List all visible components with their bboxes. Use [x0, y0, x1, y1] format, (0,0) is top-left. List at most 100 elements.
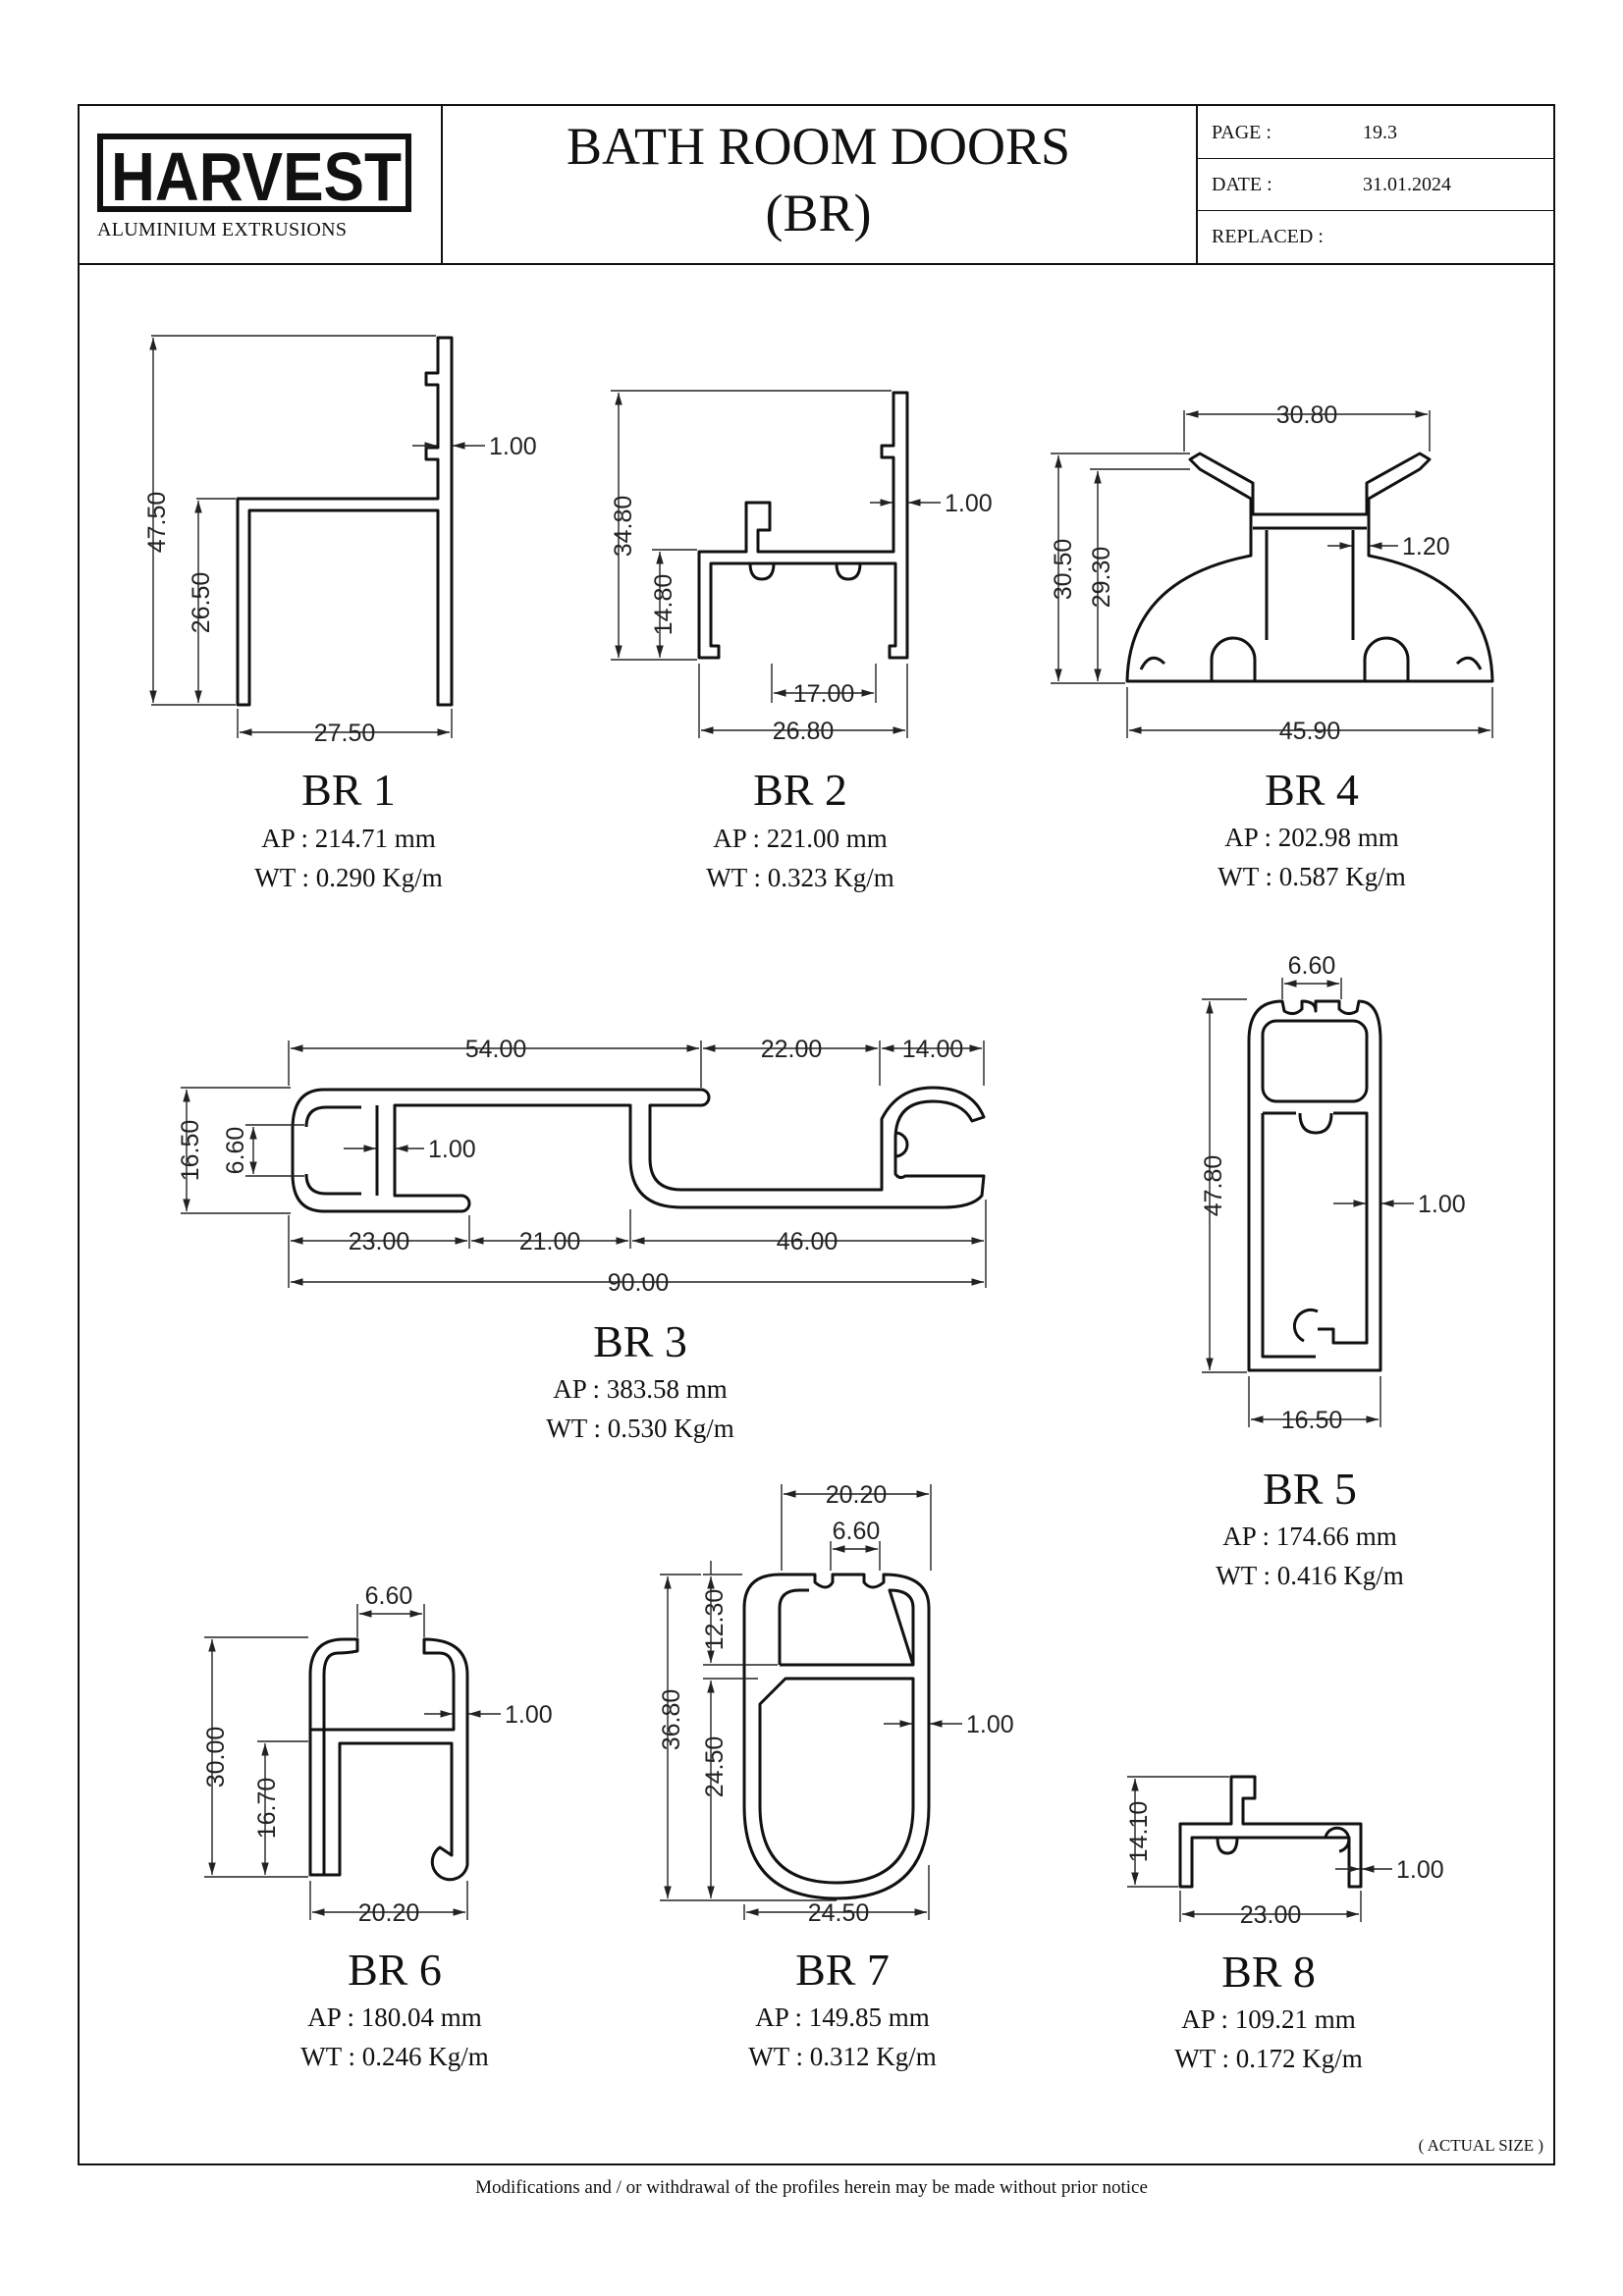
- br3-dim-label: 6.60: [222, 1127, 249, 1175]
- br5-hook: [1298, 1112, 1333, 1135]
- logo-wordmark: HARVEST: [111, 138, 402, 215]
- br2-dim-label: 1.00: [945, 490, 993, 517]
- br3-dim-label: 14.00: [902, 1036, 964, 1063]
- br3-dim-label: 1.00: [428, 1136, 476, 1163]
- br8-dim-label: 23.00: [1240, 1901, 1302, 1929]
- br1-dim-label: 26.50: [188, 572, 215, 634]
- harvest-logo: HARVEST: [97, 133, 411, 215]
- br3-shape: [291, 1086, 986, 1213]
- br3-dim-label: 46.00: [777, 1228, 839, 1255]
- profile-br3: 54.00 22.00 14.00 16.50 6.60 1.00 23.00 …: [177, 1036, 987, 1443]
- br4-shape: [1125, 452, 1494, 683]
- br2-dim-label: 14.80: [650, 574, 677, 636]
- br5-name: BR 5: [1263, 1464, 1357, 1514]
- date-label: DATE :: [1212, 174, 1272, 195]
- br2-area: AP : 221.00 mm: [713, 824, 888, 853]
- br6-area: AP : 180.04 mm: [307, 2002, 482, 2032]
- br1-area: AP : 214.71 mm: [261, 824, 436, 853]
- title-cell: BATH ROOM DOORS (BR): [441, 106, 1198, 263]
- br8-weight: WT : 0.172 Kg/m: [1174, 2044, 1363, 2073]
- br4-dim-label: 30.50: [1050, 539, 1077, 601]
- br7-weight: WT : 0.312 Kg/m: [748, 2042, 937, 2071]
- actual-size-note: ( ACTUAL SIZE ): [1418, 2136, 1543, 2155]
- br1-shape: [236, 336, 454, 707]
- profile-br5: 6.60 47.80 1.00 16.50 BR 5 AP : 174.66 m…: [1200, 952, 1466, 1590]
- br6-name: BR 6: [348, 1945, 442, 1995]
- br4-area: AP : 202.98 mm: [1224, 823, 1399, 852]
- br3-dim-label: 90.00: [608, 1269, 670, 1297]
- br6-dim-label: 30.00: [202, 1727, 230, 1789]
- br7-dim-label: 6.60: [833, 1518, 881, 1545]
- br7-lower-chamber: [758, 1677, 915, 1885]
- br1-dim-label: 27.50: [314, 720, 376, 747]
- br2-hook: [835, 562, 862, 581]
- replaced-row: REPLACED :: [1196, 210, 1553, 262]
- br6-dim-label: 1.00: [505, 1701, 553, 1729]
- br4-dim-label: 45.90: [1279, 718, 1341, 745]
- br7-dim-label: 1.00: [966, 1711, 1014, 1738]
- logo-cell: HARVEST ALUMINIUM EXTRUSIONS: [80, 106, 443, 263]
- br8-hook: [1216, 1837, 1239, 1855]
- br1-dim-label: 1.00: [489, 433, 537, 460]
- br3-lip: [304, 1173, 361, 1196]
- br5-dim-label: 16.50: [1281, 1407, 1343, 1434]
- br3-dim-label: 23.00: [349, 1228, 410, 1255]
- replaced-label: REPLACED :: [1212, 226, 1324, 247]
- date-row: DATE : 31.01.2024: [1196, 158, 1553, 211]
- br3-lip: [304, 1105, 361, 1128]
- page-value: 19.3: [1363, 122, 1397, 143]
- br5-dim-label: 1.00: [1418, 1191, 1466, 1218]
- br7-dim-label: 12.30: [701, 1589, 729, 1651]
- br7-dim-label: 24.50: [808, 1899, 870, 1927]
- br7-upper-chamber: [778, 1588, 915, 1667]
- logo-subtitle: ALUMINIUM EXTRUSIONS: [97, 219, 348, 240]
- br3-area: AP : 383.58 mm: [553, 1374, 728, 1404]
- title-block: HARVEST ALUMINIUM EXTRUSIONS BATH ROOM D…: [80, 106, 1553, 265]
- br1-name: BR 1: [301, 765, 396, 815]
- br4-slot: [1363, 636, 1410, 681]
- br2-dim-label: 17.00: [793, 680, 855, 708]
- br4-dim-label: 30.80: [1276, 401, 1338, 429]
- br6-shape: [308, 1637, 469, 1882]
- br7-dim-label: 24.50: [701, 1736, 729, 1798]
- logo-box-inner: [103, 139, 406, 206]
- br8-hook: [1324, 1826, 1351, 1853]
- br7-shape: [742, 1573, 931, 1900]
- document-title: BATH ROOM DOORS: [566, 117, 1071, 176]
- br6-dim-label: 16.70: [253, 1778, 281, 1840]
- footer-note: Modifications and / or withdrawal of the…: [475, 2177, 1148, 2198]
- br1-weight: WT : 0.290 Kg/m: [254, 863, 443, 892]
- br4-slot: [1210, 636, 1257, 681]
- br2-weight: WT : 0.323 Kg/m: [706, 863, 894, 892]
- br5-hook: [1292, 1308, 1319, 1343]
- profile-br4: 30.80 30.50 29.30 1.20 45.90 BR 4 AP : 2…: [1050, 401, 1494, 891]
- page-frame: HARVEST ALUMINIUM EXTRUSIONS BATH ROOM D…: [78, 104, 1555, 2165]
- br8-shape: [1178, 1775, 1363, 1889]
- br5-area: AP : 174.66 mm: [1222, 1522, 1397, 1551]
- br8-dim-label: 14.10: [1125, 1801, 1153, 1863]
- br6-weight: WT : 0.246 Kg/m: [300, 2042, 489, 2071]
- br2-hook: [748, 562, 776, 581]
- br1-dim-label: 47.50: [143, 492, 171, 554]
- profile-br6: 6.60 30.00 16.70 1.00 20.20 BR 6 AP : 18…: [202, 1582, 553, 2071]
- br6-shape: [308, 1728, 326, 1877]
- br3-weight: WT : 0.530 Kg/m: [546, 1414, 734, 1443]
- br5-upper-chamber: [1261, 1019, 1369, 1103]
- br5-weight: WT : 0.416 Kg/m: [1216, 1561, 1404, 1590]
- profile-br8: 14.10 1.00 23.00 BR 8 AP : 109.21 mm WT …: [1125, 1775, 1444, 2073]
- br7-dim-label: 20.20: [826, 1481, 888, 1509]
- br3-dim-label: 22.00: [761, 1036, 823, 1063]
- br8-name: BR 8: [1221, 1947, 1316, 1997]
- date-value: 31.01.2024: [1363, 174, 1451, 195]
- br2-dim-label: 26.80: [773, 718, 835, 745]
- br3-name: BR 3: [593, 1316, 687, 1366]
- br7-dim-label: 36.80: [658, 1689, 685, 1751]
- br5-chamber: [1261, 1111, 1369, 1359]
- profile-br2: 34.80 14.80 1.00 17.00 26.80 BR 2 AP : 2…: [610, 390, 993, 892]
- br2-name: BR 2: [753, 765, 847, 815]
- br5-dim-label: 6.60: [1288, 952, 1336, 980]
- br3-dim-label: 16.50: [177, 1120, 204, 1182]
- br2-dim-label: 34.80: [610, 496, 637, 558]
- br8-dim-label: 1.00: [1396, 1856, 1444, 1884]
